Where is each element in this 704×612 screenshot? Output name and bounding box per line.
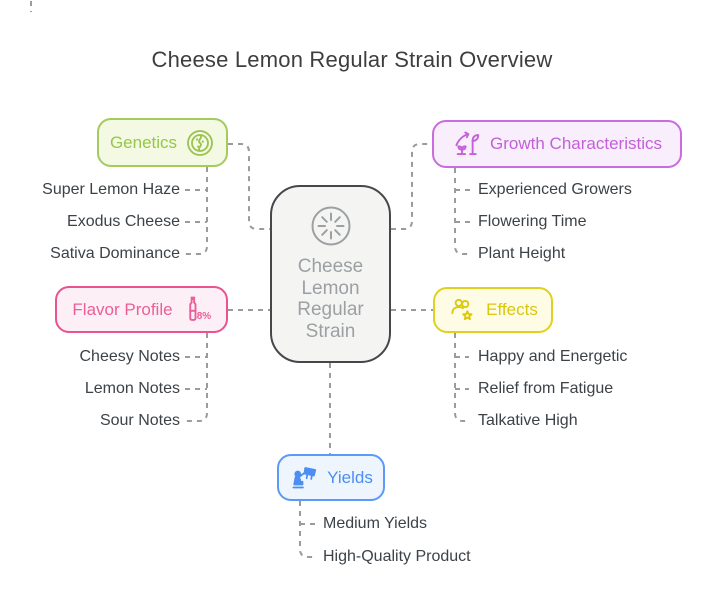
plant-growth-icon — [455, 131, 480, 155]
connector-yields-branch — [299, 501, 315, 558]
branch-node-genetics: Genetics — [97, 118, 228, 167]
connector-genetics-center — [228, 143, 270, 230]
effects-item-relief-from-fatigue: Relief from Fatigue — [478, 380, 614, 397]
flavor-item-cheesy-notes: Cheesy Notes — [79, 348, 181, 365]
branch-node-effects: Effects — [433, 287, 553, 333]
yields-item-medium-yields: Medium Yields — [323, 515, 428, 532]
yields-item-high-quality-product: High-Quality Product — [323, 548, 471, 565]
seed-icon — [187, 129, 213, 156]
central-label-line-3: Regular — [297, 299, 364, 320]
genetics-item-exodus-cheese: Exodus Cheese — [67, 213, 180, 230]
flavor-item-sour-notes: Sour Notes — [99, 412, 180, 429]
branch-node-yields: Yields — [277, 454, 385, 501]
connector-growth-center — [391, 143, 432, 230]
connector-flavor-branch — [185, 333, 208, 422]
growth-item-flowering-time: Flowering Time — [478, 213, 587, 230]
lemon-slice-icon — [311, 206, 350, 246]
flavor-profile-label: Flavor Profile — [72, 299, 173, 319]
central-node-label: Cheese Lemon Regular Strain — [297, 256, 364, 342]
bottle-percent-icon: 8% — [188, 296, 211, 321]
connector-effects-branch — [454, 333, 469, 422]
growth-characteristics-label: Growth Characteristics — [490, 134, 662, 153]
users-star-icon — [451, 298, 473, 321]
harvest-icon — [292, 466, 317, 488]
growth-item-experienced-growers: Experienced Growers — [478, 181, 632, 198]
central-node: Cheese Lemon Regular Strain — [270, 185, 391, 363]
page-title: Cheese Lemon Regular Strain Overview — [151, 47, 553, 72]
svg-text:8%: 8% — [196, 310, 210, 321]
yields-label: Yields — [327, 467, 373, 487]
branch-node-growth-characteristics: Growth Characteristics — [432, 120, 682, 168]
connector-growth-branch — [454, 168, 471, 255]
effects-item-happy-and-energetic: Happy and Energetic — [478, 348, 628, 365]
genetics-item-super-lemon-haze: Super Lemon Haze — [42, 181, 180, 198]
central-label-line-2: Lemon — [301, 277, 360, 299]
central-label-line-4: Strain — [305, 320, 356, 342]
effects-item-talkative-high: Talkative High — [478, 412, 578, 429]
branch-node-flavor-profile: Flavor Profile 8% — [55, 286, 228, 333]
genetics-item-sativa-dominance: Sativa Dominance — [50, 245, 180, 262]
connector-genetics-branch — [185, 167, 208, 255]
flavor-item-lemon-notes: Lemon Notes — [84, 380, 180, 397]
genetics-label: Genetics — [109, 132, 178, 152]
growth-item-plant-height: Plant Height — [478, 245, 566, 262]
effects-label: Effects — [486, 300, 538, 319]
central-label-line-1: Cheese — [297, 256, 364, 277]
